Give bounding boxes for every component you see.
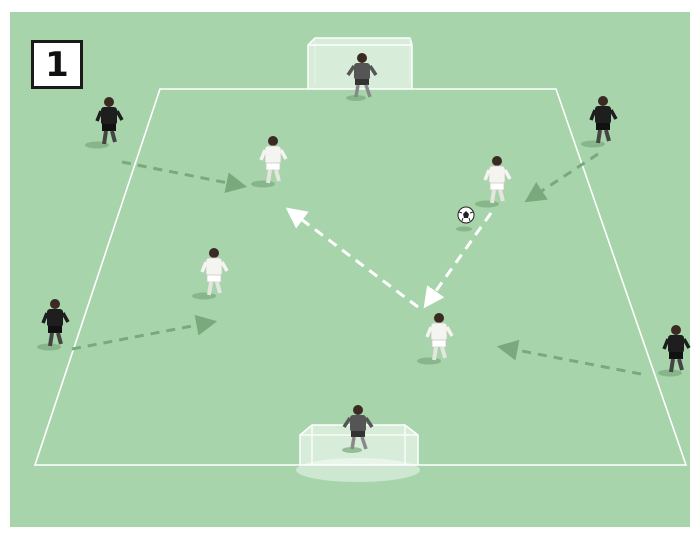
step-number-badge: 1 (31, 40, 83, 89)
